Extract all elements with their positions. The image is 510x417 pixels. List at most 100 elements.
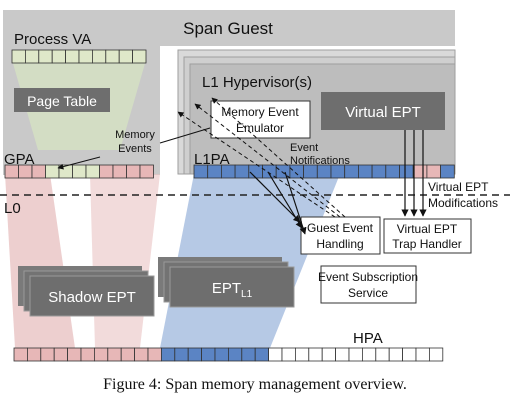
hpa-cell (107, 347, 122, 362)
hpa-cell (174, 347, 189, 362)
hpa-cell (53, 347, 69, 362)
gpa-cell (99, 164, 114, 179)
process-va-cell (78, 49, 93, 64)
hpa-cell (147, 347, 162, 362)
hpa-cell (375, 347, 390, 362)
hpa-cell (241, 347, 256, 362)
l1pa-cell (207, 164, 222, 179)
shadow-ept-label: Shadow EPT (48, 289, 136, 306)
event-arrow-3 (284, 171, 307, 235)
process-va-cell (65, 49, 80, 64)
page-table-label: Page Table (27, 93, 97, 109)
process-va-cell (51, 49, 67, 64)
event-notifications-line2: Notifications (290, 155, 350, 167)
gpa-cell (126, 164, 141, 179)
memory-events-line2: Events (118, 143, 152, 155)
l1pa-cell (234, 164, 250, 179)
hpa-cell (214, 347, 229, 362)
hpa-row (13, 347, 444, 362)
hpa-cell (227, 347, 243, 362)
process-va-cell (105, 49, 120, 64)
gpa-label: GPA (4, 151, 35, 168)
hpa-cell (67, 347, 82, 362)
hpa-cell (254, 347, 269, 362)
hpa-cell (80, 347, 95, 362)
hpa-cell (281, 347, 296, 362)
memory-event-emulator-line1: Memory Event (221, 105, 299, 119)
hpa-cell (402, 347, 417, 362)
hpa-cell (13, 347, 28, 362)
hpa-cell (361, 347, 377, 362)
l1pa-row (193, 164, 455, 179)
ept-l1-box (169, 266, 295, 308)
virtual-ept-box (321, 92, 445, 130)
process-va-cell (132, 49, 147, 64)
hpa-cell (26, 347, 42, 362)
hpa-cell (40, 347, 55, 362)
event-arrow-1 (249, 171, 301, 223)
memory-events-arrow-2 (159, 127, 211, 144)
process-va-row (11, 49, 147, 64)
hpa-cell (415, 347, 430, 362)
event-arrow-2 (267, 171, 303, 229)
l1pa-cell (399, 164, 414, 179)
l1pa-cell (193, 164, 209, 179)
hpa-cell (268, 347, 283, 362)
l1pa-cell (316, 164, 332, 179)
hpa-cell (187, 347, 202, 362)
notify-arrow-1 (177, 111, 336, 218)
gpa-row (4, 164, 154, 179)
l1pa-label: L1PA (194, 151, 230, 168)
hpa-cell (94, 347, 109, 362)
span-guest-label: Span Guest (183, 19, 273, 38)
gpa-cell (4, 164, 19, 179)
process-va-cell (92, 49, 107, 64)
virtual-ept-trap-handler-box (383, 218, 472, 254)
l1pa-cell (385, 164, 400, 179)
gpa-cell (31, 164, 46, 179)
process-va-label: Process VA (14, 31, 91, 48)
virtual-ept-trap-handler-line2: Trap Handler (392, 237, 462, 251)
gpa-cell (45, 164, 60, 179)
notify-arrow-3 (211, 97, 346, 218)
hpa-cell (321, 347, 337, 362)
event-notifications-line1: Event (290, 142, 318, 154)
event-subscription-service-box (320, 265, 417, 304)
gpa-cell (85, 164, 100, 179)
hpa-cell (134, 347, 149, 362)
guest-event-handling-line2: Handling (316, 237, 363, 251)
hpa-cell (308, 347, 323, 362)
l1pa-cell (248, 164, 263, 179)
l1pa-cell (426, 164, 441, 179)
hpa-cell (335, 347, 350, 362)
l1pa-cell (412, 164, 428, 179)
gpa-cell (139, 164, 154, 179)
l0-label: L0 (4, 200, 21, 217)
l1pa-cell (220, 164, 236, 179)
memory-event-emulator-box (210, 100, 311, 139)
l1pa-cell (303, 164, 318, 179)
l1-hypervisors-label: L1 Hypervisor(s) (202, 74, 312, 91)
hpa-cell (120, 347, 135, 362)
page-table-box (14, 88, 110, 112)
hpa-cell (294, 347, 310, 362)
shadow-ept-box (29, 275, 155, 317)
guest-event-handling-line1: Guest Event (307, 221, 374, 235)
memory-event-emulator-line2: Emulator (236, 121, 284, 135)
gpa-cell (112, 164, 127, 179)
hpa-label: HPA (353, 330, 383, 347)
hpa-cell (160, 347, 176, 362)
memory-events-arrow (57, 156, 101, 170)
hpa-cell (201, 347, 216, 362)
virtual-ept-modifications-line2: Modifications (428, 196, 498, 210)
l1pa-cell (440, 164, 455, 179)
l1pa-cell (289, 164, 304, 179)
process-va-cell (118, 49, 133, 64)
virtual-ept-modifications-line1: Virtual EPT (428, 180, 489, 194)
memory-events-line1: Memory (115, 129, 155, 141)
ept-l1-label: EPTL1 (212, 280, 253, 300)
l1pa-cell (357, 164, 373, 179)
l1pa-cell (371, 164, 387, 179)
gpa-cell (72, 164, 87, 179)
